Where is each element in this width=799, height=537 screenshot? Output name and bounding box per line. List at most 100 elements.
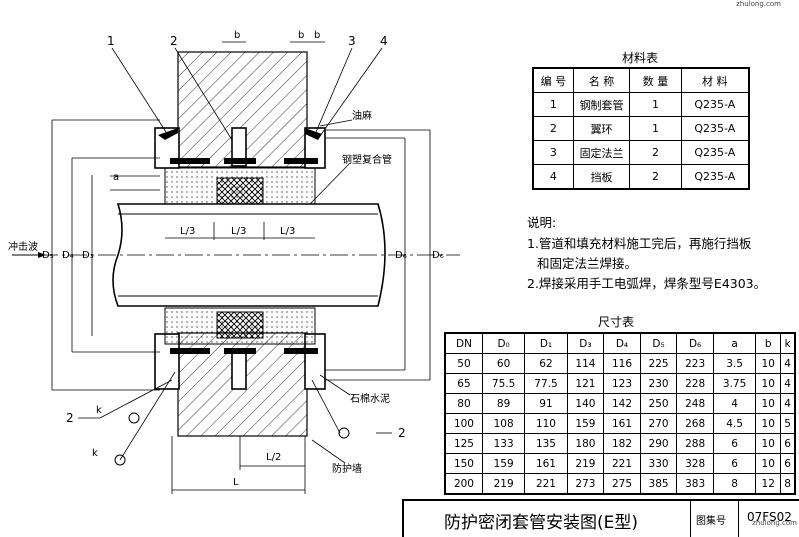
table-cell: 固定法兰 — [572, 140, 631, 165]
table-cell: 200 — [444, 473, 483, 495]
table-cell: 250 — [639, 393, 678, 414]
table-header-cell: b — [755, 332, 782, 354]
table-cell: 219 — [481, 473, 526, 495]
packing — [164, 167, 316, 345]
table-cell: 4 — [532, 164, 574, 190]
dimension-lines — [51, 41, 431, 494]
table-cell: 2 — [532, 116, 574, 141]
table-cell: 91 — [524, 393, 568, 414]
table-cell: 290 — [639, 433, 678, 454]
site-logo: zhulong.com — [736, 0, 781, 8]
drawing-no: 07FS02 — [747, 510, 792, 524]
table-cell: 230 — [639, 373, 678, 394]
notes-line: 2.焊接采用手工电弧焊，焊条型号E4303。 — [527, 276, 767, 291]
table-header-cell: D₁ — [524, 332, 568, 354]
table-cell: 275 — [603, 473, 641, 495]
table-header-cell: 编 号 — [532, 67, 574, 93]
table-header-cell: a — [712, 332, 757, 354]
table-cell: 77.5 — [524, 373, 568, 394]
table-cell: 12 — [755, 473, 782, 495]
table-cell: 钢制套管 — [572, 92, 631, 117]
label-d6: D₆ — [432, 250, 444, 261]
table-cell: 4 — [780, 393, 796, 414]
table-header-cell: k — [780, 332, 796, 354]
materials-table-caption: 材料表 — [622, 51, 659, 65]
table-cell: 3.5 — [712, 353, 757, 374]
table-cell: 8 — [780, 473, 796, 495]
table-cell: 100 — [444, 413, 483, 434]
table-cell: 6 — [712, 433, 757, 454]
table-cell: 3 — [532, 140, 574, 165]
table-cell: 75.5 — [481, 373, 526, 394]
table-cell: 62 — [524, 353, 568, 374]
label-steel-plastic-pipe: 钢塑复合管 — [342, 155, 392, 166]
label-b: b — [314, 30, 321, 41]
table-cell: 1 — [629, 116, 682, 141]
label-l3: L/3 — [280, 226, 296, 237]
label-k: k — [92, 448, 98, 459]
table-cell: 330 — [639, 453, 678, 474]
label-a: a — [113, 172, 120, 183]
table-cell: 228 — [676, 373, 714, 394]
table-cell: 翼环 — [572, 116, 631, 141]
table-header-cell: D₄ — [603, 332, 641, 354]
table-cell: 223 — [676, 353, 714, 374]
table-cell: 4.5 — [712, 413, 757, 434]
label-1: 1 — [107, 34, 115, 48]
table-row: 4 挡板 2 Q235-A — [532, 164, 750, 190]
table-cell: 268 — [676, 413, 714, 434]
table-cell: 4 — [780, 353, 796, 374]
table-cell: Q235-A — [680, 140, 750, 165]
label-2: 2 — [398, 426, 406, 440]
table-cell: Q235-A — [680, 164, 750, 190]
table-cell: 65 — [444, 373, 483, 394]
table-cell: 10 — [755, 453, 782, 474]
table-header-cell: D₅ — [639, 332, 678, 354]
table-cell: 3.75 — [712, 373, 757, 394]
label-l: L — [233, 477, 239, 488]
table-header-cell: D₆ — [676, 332, 714, 354]
table-cell: 1 — [532, 92, 574, 117]
table-cell: 6 — [780, 433, 796, 454]
table-cell: 114 — [566, 353, 605, 374]
table-cell: Q235-A — [680, 116, 750, 141]
table-row: 1 钢制套管 1 Q235-A — [532, 92, 750, 117]
label-4: 4 — [380, 34, 388, 48]
leader-lines — [78, 47, 392, 464]
table-cell: 123 — [603, 373, 641, 394]
table-header-cell: 名 称 — [572, 67, 631, 93]
notes-title: 说明: — [527, 215, 557, 230]
label-shock-wave: 冲击波 — [8, 242, 38, 253]
table-header-cell: D₀ — [481, 332, 526, 354]
title-block: 防护密闭套管安装图(E型) 图集号 07FS02 — [402, 499, 799, 537]
table-cell: 1 — [629, 92, 682, 117]
label-d0: D₆ — [395, 250, 407, 261]
table-cell: 110 — [524, 413, 568, 434]
table-cell: 150 — [444, 453, 483, 474]
table-cell: 108 — [481, 413, 526, 434]
table-header-row: 编 号 名 称 数 量 材 料 — [532, 67, 750, 93]
table-row: 2 翼环 1 Q235-A — [532, 116, 750, 141]
site-logo: zhulong.com — [752, 519, 797, 527]
table-cell: 5 — [780, 413, 796, 434]
table-header-cell: DN — [444, 332, 483, 354]
table-cell: 225 — [639, 353, 678, 374]
label-2: 2 — [66, 411, 74, 425]
label-l2: L/2 — [266, 452, 282, 463]
label-d5: D₅ — [42, 250, 54, 261]
label-k: k — [96, 405, 102, 416]
table-cell: 6 — [780, 453, 796, 474]
table-cell: 133 — [481, 433, 526, 454]
table-cell: 328 — [676, 453, 714, 474]
table-cell: 288 — [676, 433, 714, 454]
welds — [158, 128, 322, 354]
table-cell: 161 — [603, 413, 641, 434]
table-cell: 4 — [780, 373, 796, 394]
table-cell: 10 — [755, 353, 782, 374]
label-asbestos-cement: 石棉水泥 — [350, 394, 390, 405]
label-oil-hemp: 油麻 — [352, 111, 372, 122]
